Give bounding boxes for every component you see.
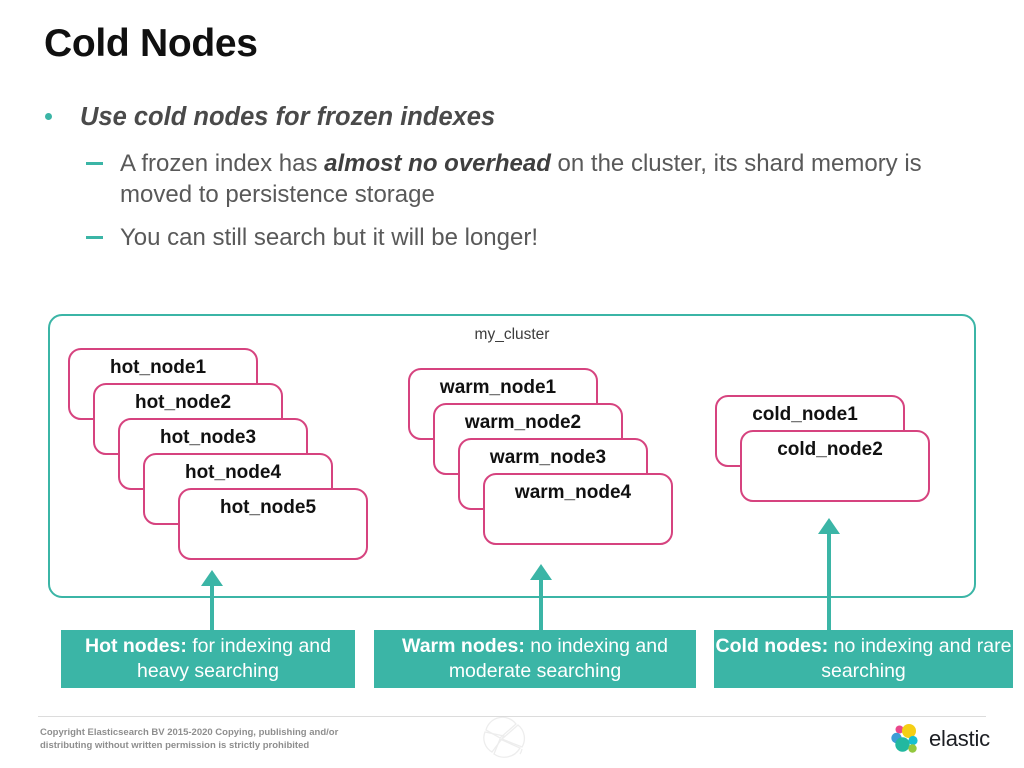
banner-cold-bold: Cold nodes: — [715, 635, 829, 657]
node-label: hot_node1 — [109, 357, 207, 378]
arrow-head — [201, 570, 223, 586]
banner-cold-rest: no indexing and rare searching — [821, 635, 1012, 682]
elastic-logo: elastic — [888, 722, 990, 756]
arrow-cold-icon — [818, 518, 840, 630]
banner-warm: Warm nodes: no indexing and moderate sea… — [374, 630, 696, 688]
banner-hot: Hot nodes: for indexing and heavy search… — [61, 630, 355, 688]
copyright-line-2: distributing without written permission … — [40, 740, 310, 751]
bullet-level2-second: You can still search but it will be long… — [38, 222, 998, 253]
banner-cold: Cold nodes: no indexing and rare searchi… — [714, 630, 1013, 688]
node-label: hot_node5 — [219, 497, 317, 518]
arrow-stem — [539, 576, 543, 630]
bullet-text-after: on the cluster, its shard memory is move… — [120, 150, 922, 208]
node-label: cold_node1 — [752, 404, 858, 425]
arrow-hot-icon — [201, 570, 223, 630]
arrow-stem — [210, 582, 214, 630]
footer-divider-right — [574, 716, 986, 717]
bullet-dot-icon — [45, 113, 52, 120]
elastic-logo-text: elastic — [929, 726, 990, 751]
bullet-list: Use cold nodes for frozen indexes A froz… — [38, 100, 998, 265]
node-box[interactable]: hot_node5 — [178, 488, 368, 560]
node-label: cold_node2 — [777, 439, 883, 460]
banner-warm-bold: Warm nodes: — [402, 635, 525, 657]
banner-hot-rest: for indexing and heavy searching — [136, 635, 331, 682]
footer-divider-left — [38, 716, 574, 717]
bullet-text-before: A frozen index has — [120, 150, 325, 177]
page-title: Cold Nodes — [44, 22, 258, 65]
bullet-dash-icon — [86, 236, 103, 239]
banner-cold-text: Cold nodes: no indexing and rare searchi… — [714, 634, 1013, 684]
arrow-head — [818, 518, 840, 534]
node-box[interactable]: cold_node2 — [740, 430, 930, 502]
node-label: hot_node4 — [184, 462, 282, 483]
node-label: hot_node2 — [134, 392, 232, 413]
node-group-warm: warm_node1 warm_node2 warm_node3 warm_no… — [408, 368, 738, 558]
node-group-hot: hot_node1 hot_node2 hot_node3 hot_node4 … — [68, 348, 398, 568]
banner-hot-text: Hot nodes: for indexing and heavy search… — [61, 634, 355, 684]
banner-warm-text: Warm nodes: no indexing and moderate sea… — [374, 634, 696, 684]
arrow-stem — [827, 530, 831, 630]
node-group-cold: cold_node1 cold_node2 — [715, 395, 965, 525]
cluster-container: my_cluster hot_node1 hot_node2 hot_node3… — [48, 314, 976, 598]
elastic-watermark-icon — [483, 716, 526, 758]
banner-hot-bold: Hot nodes: — [84, 635, 187, 657]
elastic-logo-icon — [891, 724, 918, 753]
banner-warm-rest: no indexing and moderate searching — [448, 635, 668, 682]
arrow-warm-icon — [530, 564, 552, 630]
bullet-text: You can still search but it will be long… — [120, 224, 539, 251]
arrow-head — [530, 564, 552, 580]
bullet-text-emphasis: almost no overhead — [324, 150, 551, 177]
copyright-text: Copyright Elasticsearch BV 2015-2020 Cop… — [40, 726, 400, 752]
bullet-level1-text: Use cold nodes for frozen indexes — [80, 103, 496, 131]
copyright-line-1: Copyright Elasticsearch BV 2015-2020 Cop… — [40, 727, 339, 738]
bullet-dash-icon — [86, 162, 103, 165]
node-label: warm_node2 — [464, 412, 582, 433]
node-label: warm_node4 — [514, 482, 632, 503]
cluster-label: my_cluster — [474, 326, 550, 343]
node-label: hot_node3 — [159, 427, 257, 448]
node-label: warm_node1 — [439, 377, 557, 398]
bullet-level1: Use cold nodes for frozen indexes — [38, 100, 998, 134]
node-label: warm_node3 — [489, 447, 607, 468]
node-box[interactable]: warm_node4 — [483, 473, 673, 545]
bullet-level2-first: A frozen index has almost no overhead on… — [38, 148, 998, 210]
